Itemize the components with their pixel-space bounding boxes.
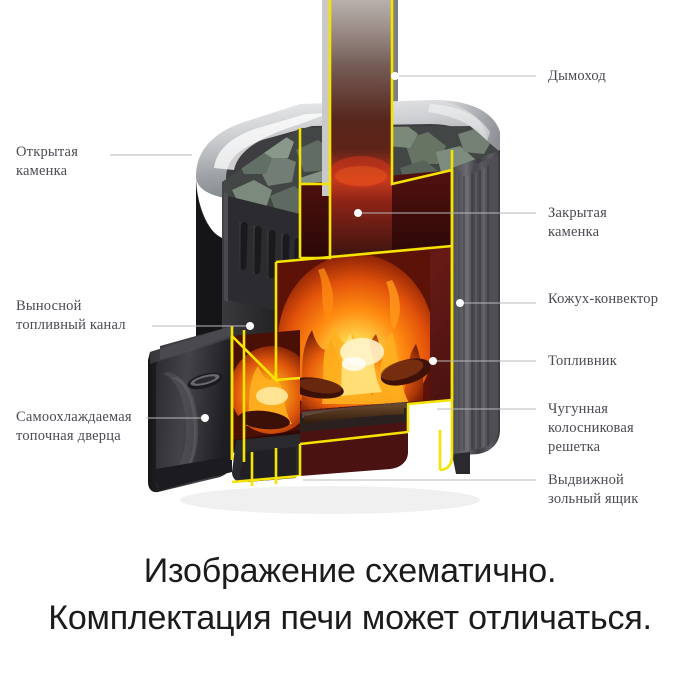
stove-cutaway-illustration [110,0,536,514]
leader-dot-pull-out-ash-pan [295,476,303,484]
leader-dot-open-stone-tray [192,151,200,159]
disclaimer-caption: Изображение схематично. Комплектация печ… [0,548,700,642]
remote-fuel-channel [148,326,232,493]
fire-flames [232,246,430,440]
leader-dot-cast-iron-grate [429,405,437,413]
caption-line-2: Комплектация печи может отличаться. [48,599,652,637]
callout-label-convector-casing: Кожух-конвектор [548,291,659,307]
leader-dot-self-cooling-firebox-door [201,414,209,422]
callout-label-chimney: Дымоход [548,68,607,84]
callout-label-firebox: Топливник [548,353,617,369]
callout-label-closed-stone-chamber: Закрытая каменка [548,205,607,240]
leader-dot-chimney [391,72,399,80]
leader-dot-closed-stone-chamber [354,209,362,217]
callout-label-self-cooling-firebox-door: Самоохлаждаемая топочная дверца [16,409,132,444]
caption-line-1: Изображение схематично. [143,552,557,590]
leader-dot-convector-casing [456,299,464,307]
flue-gas-column [322,0,392,258]
callout-label-pull-out-ash-pan: Выдвижной зольный ящик [548,472,639,507]
callout-leader-lines [110,72,536,484]
convector-casing [452,150,500,474]
leader-dot-remote-fuel-channel [246,322,254,330]
leader-dot-firebox [429,357,437,365]
callout-label-cast-iron-grate: Чугунная колосниковая решетка [548,401,634,455]
callout-label-open-stone-tray: Открытая каменка [16,144,79,179]
cutaway-outline [230,0,454,486]
callout-label-remote-fuel-channel: Выносной топливный канал [16,298,126,333]
self-cooling-firebox-door [156,336,230,489]
